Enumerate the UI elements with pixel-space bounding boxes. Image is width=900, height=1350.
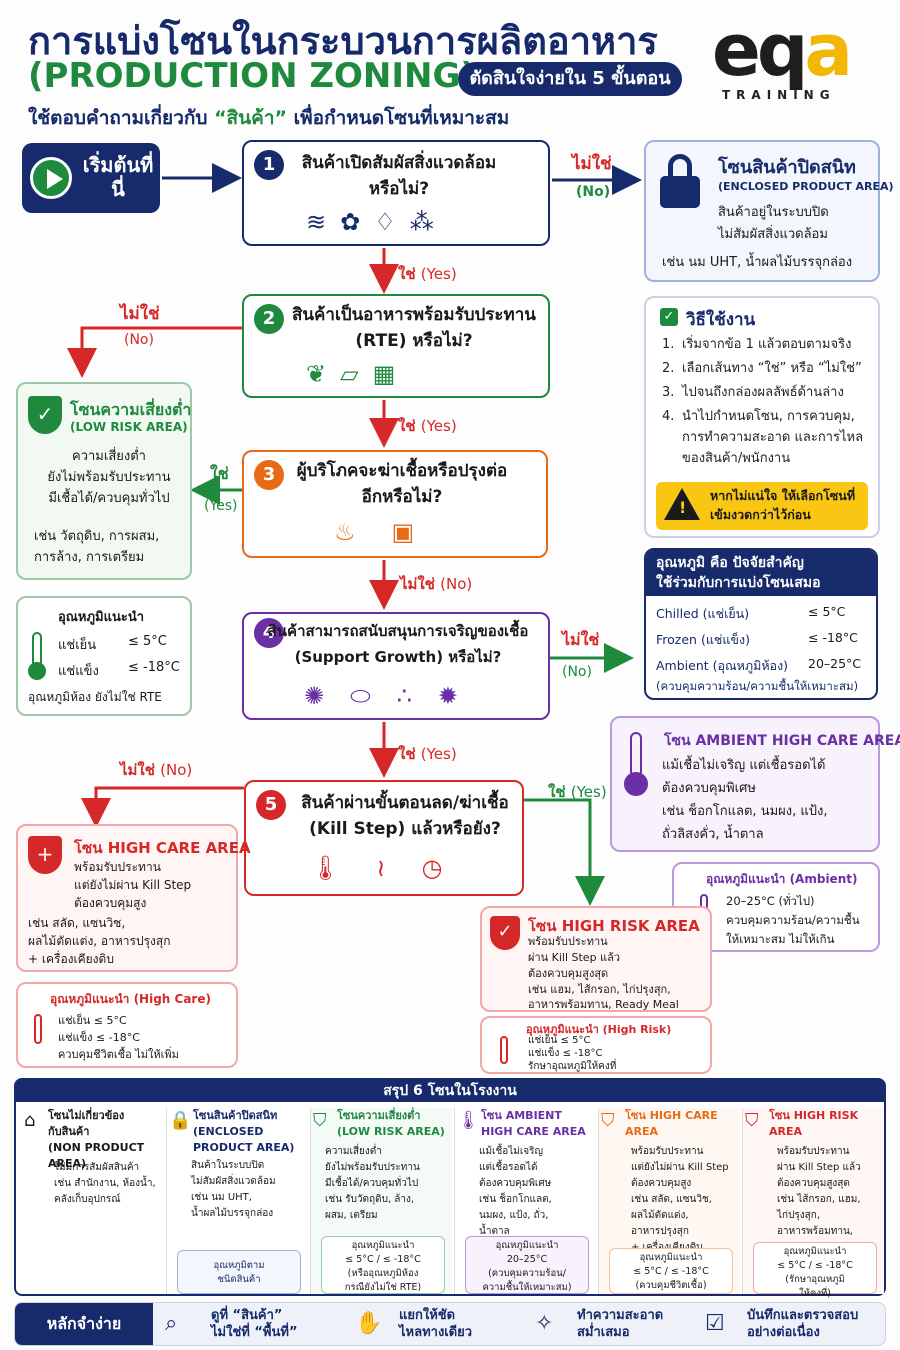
q4-no-label: ไม่ใช่ xyxy=(562,630,600,649)
rte-food-icons: ❦▱▦ xyxy=(306,360,410,388)
lock-icon: 🔒 xyxy=(169,1110,192,1131)
question-3-box: 3 ผู้บริโภคจะฆ่าเชื้อหรือปรุงต่ออีกหรือไ… xyxy=(242,450,548,558)
low-risk-temp-card: อุณหภูมิแนะนำ แช่เย็น ≤ 5°C แช่แข็ง ≤ -1… xyxy=(16,596,192,716)
play-icon xyxy=(30,157,72,199)
shield-plus-icon: + xyxy=(28,836,62,874)
steps-pill: ตัดสินใจง่ายใน 5 ขั้นตอน xyxy=(458,62,682,96)
summary-col-ambient: 🌡 โซน AMBIENT HIGH CARE AREA แม้เชื้อไม่… xyxy=(454,1108,596,1294)
question-3-text: ผู้บริโภคจะฆ่าเชื้อหรือปรุงต่ออีกหรือไม่… xyxy=(296,461,508,507)
high-risk-temp-card: อุณหภูมิแนะนำ (High Risk) แช่เย็น ≤ 5°C … xyxy=(480,1016,712,1074)
low-risk-zone-card: ✓ โซนความเสี่ยงต่ำ (LOW RISK AREA) ความเ… xyxy=(16,382,192,580)
shield-check-icon: ✓ xyxy=(28,396,62,434)
q4-yes-label: ใช่ (Yes) xyxy=(398,745,457,763)
thermometer-icon xyxy=(34,1014,42,1044)
temperature-key-card: อุณหภูมิ คือ ปัจจัยสำคัญ ใช้ร่วมกับการแบ… xyxy=(644,548,878,700)
question-4-box: 4 สินค้าสามารถสนับสนุนการเจริญของเชื้อ (… xyxy=(242,612,550,720)
q1-no-label: ไม่ใช่ xyxy=(572,154,612,174)
question-1-text: สินค้าเปิดสัมผัสสิ่งแวดล้อมหรือไม่? xyxy=(301,153,497,199)
summary-col-high-risk: ⛉ โซน HIGH RISK AREA พร้อมรับประทาน ผ่าน… xyxy=(742,1108,884,1299)
thermometer-icon xyxy=(500,1036,508,1064)
question-4-text: สินค้าสามารถสนับสนุนการเจริญของเชื้อ (Su… xyxy=(267,622,529,666)
question-4-number: 4 xyxy=(254,618,284,648)
magnifier-icon: ⌕ xyxy=(165,1311,178,1336)
summary-col-non-product: ⌂ โซนไม่เกี่ยวข้อง กับสินค้า (NON PRODUC… xyxy=(24,1109,156,1205)
warning-icon xyxy=(664,488,700,520)
eqa-logo: eqa TRAINING xyxy=(712,8,853,102)
page-subtitle: ใช้ตอบคำถามเกี่ยวกับ “สินค้า” เพื่อกำหนด… xyxy=(28,107,510,129)
how-to-steps: 1.เริ่มจากข้อ 1 แล้วตอบตามจริง 2.เลือกเส… xyxy=(662,337,864,466)
question-5-text: สินค้าผ่านขั้นตอนลด/ฆ่าเชื้อ (Kill Step)… xyxy=(301,793,509,839)
summary-col-high-care: ⛉ โซน HIGH CARE AREA พร้อมรับประทาน แต่ย… xyxy=(598,1108,740,1294)
cooking-icons: ♨▣ xyxy=(334,518,451,546)
q2-no-label: ไม่ใช่ xyxy=(120,304,160,324)
warning-box: ! หากไม่แน่ใจ ให้เลือกโซนที่เข้มงวดกว่าไ… xyxy=(656,482,868,530)
shield-check-icon: ✓ xyxy=(490,916,520,950)
high-risk-zone-card: ✓ โซน HIGH RISK AREA พร้อมรับประทาน ผ่าน… xyxy=(480,906,712,1012)
summary-col-enclosed: 🔒 โซนสินค้าปิดสนิท (ENCLOSED PRODUCT ARE… xyxy=(166,1108,308,1294)
high-care-zone-card: + โซน HIGH CARE AREA พร้อมรับประทาน แต่ย… xyxy=(16,824,251,972)
sparkle-icon: ✧ xyxy=(535,1311,554,1336)
summary-title: สรุป 6 โซนในโรงงาน xyxy=(16,1080,884,1102)
page-title: การแบ่งโซนในกระบวนการผลิตอาหาร xyxy=(28,19,658,63)
high-care-temp-card: อุณหภูมิแนะนำ (High Care) แช่เย็น ≤ 5°C … xyxy=(16,982,238,1068)
q5-yes-label: ใช่ (Yes) xyxy=(548,783,607,801)
question-2-number: 2 xyxy=(254,304,284,334)
q5-no-label: ไม่ใช่ (No) xyxy=(120,761,193,779)
tips-heading: หลักจำง่าย xyxy=(15,1303,153,1345)
lock-icon xyxy=(660,154,700,208)
question-2-text: สินค้าเป็นอาหารพร้อมรับประทาน (RTE) หรือ… xyxy=(292,305,536,351)
question-1-box: 1 สินค้าเปิดสัมผัสสิ่งแวดล้อมหรือไม่? ≋✿… xyxy=(242,140,550,246)
q2-yes-label: ใช่ (Yes) xyxy=(398,417,457,435)
question-5-box: 5 สินค้าผ่านขั้นตอนลด/ฆ่าเชื้อ (Kill Ste… xyxy=(244,780,524,896)
how-to-card: ✓ วิธีใช้งาน 1.เริ่มจากข้อ 1 แล้วตอบตามจ… xyxy=(644,296,880,538)
kill-step-icons: 🌡≀◷ xyxy=(310,854,479,882)
hand-wash-icon: ✋ xyxy=(355,1311,383,1336)
q3-no-label: ไม่ใช่ (No) xyxy=(400,575,473,593)
question-5-number: 5 xyxy=(256,790,286,820)
flow-arrows xyxy=(67,163,642,906)
summary-col-low-risk: ⛉ โซนความเสี่ยงต่ำ (LOW RISK AREA) ความเ… xyxy=(310,1108,452,1294)
shield-check-icon: ⛉ xyxy=(313,1110,327,1131)
ambient-zone-card: โซน AMBIENT HIGH CARE AREA แม้เชื้อไม่เจ… xyxy=(610,716,900,852)
thermometer-icon: 🌡 xyxy=(457,1110,480,1131)
house-icon: ⌂ xyxy=(24,1110,36,1131)
start-button[interactable]: เริ่มต้นที่นี่ xyxy=(22,143,160,213)
microbe-icons: ✺⬭∴✹ xyxy=(304,682,484,710)
question-2-box: 2 สินค้าเป็นอาหารพร้อมรับประทาน (RTE) หร… xyxy=(242,294,550,398)
checkbox-icon: ✓ xyxy=(660,308,678,326)
clipboard-icon: ☑ xyxy=(705,1311,725,1336)
question-1-number: 1 xyxy=(254,150,284,180)
enclosed-zone-card: โซนสินค้าปิดสนิท (ENCLOSED PRODUCT AREA)… xyxy=(644,140,894,282)
shield-icon: ⛉ xyxy=(601,1110,615,1131)
q3-yes-label: ใช่ xyxy=(210,464,229,483)
page-title-en: (PRODUCTION ZONING) xyxy=(28,56,476,96)
q1-yes-label: ใช่ (Yes) xyxy=(398,265,457,283)
shield-check-icon: ⛉ xyxy=(745,1110,759,1131)
summary-panel: สรุป 6 โซนในโรงงาน ⌂ โซนไม่เกี่ยวข้อง กั… xyxy=(14,1078,886,1299)
tips-bar: หลักจำง่าย ⌕ ดูที่ “สินค้า” ไม่ใช่ที่ “พ… xyxy=(14,1302,886,1346)
question-3-number: 3 xyxy=(254,460,284,490)
exposure-icons: ≋✿♢⁂ xyxy=(306,208,448,236)
